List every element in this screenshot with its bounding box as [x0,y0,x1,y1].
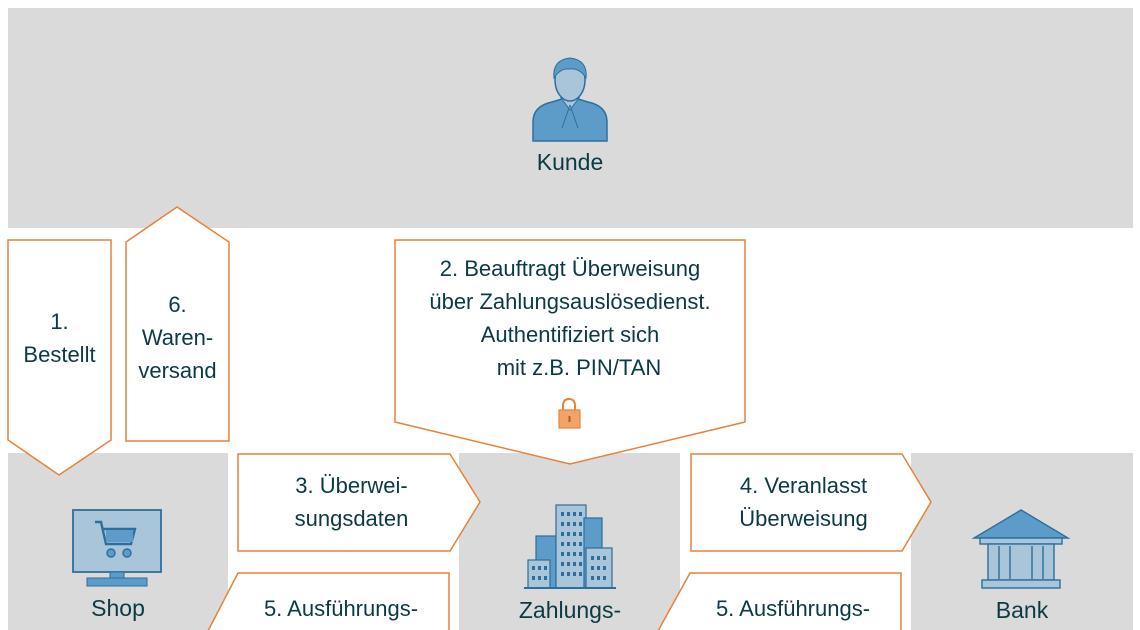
zahlungs-label: Zahlungs- [518,597,622,623]
kunde-label: Kunde [536,149,604,175]
step3-line-2: sungsdaten [294,506,409,531]
step5b-arrow [657,572,902,630]
step3-arrow [237,453,481,552]
step4-text: 4. Veranlasst Überweisung [691,469,916,535]
step5b-text: 5. Ausführungs- [682,592,904,625]
bank-label: Bank [995,597,1049,623]
step4-line-1: 4. Veranlasst [739,473,868,498]
lock-icon [558,397,581,429]
person-icon [532,57,608,142]
step2-line-1: 2. Beauftragt Überweisung [439,256,701,281]
step3-line-1: 3. Überwei- [295,473,408,498]
step5a-text: 5. Ausführungs- [230,592,452,625]
step1-line-1: 1. [50,309,69,334]
step4-line-2: Überweisung [739,506,868,531]
step2-line-3: Authentifiziert sich [480,322,660,347]
step5b-line-1: 5. Ausführungs- [715,596,871,621]
step4-arrow [690,453,932,552]
step1-line-2: Bestellt [23,342,96,367]
step2-text: 2. Beauftragt Überweisung über Zahlungsa… [395,252,745,384]
bank-icon [971,509,1071,589]
computer-cart-icon [72,509,162,587]
step1-arrow [7,239,112,476]
step6-line-1: 6. [168,292,187,317]
step5a-arrow [207,572,450,630]
step2-arrow [394,239,746,465]
step6-arrow [125,206,230,442]
step6-text: 6. Waren- versand [126,288,229,387]
step6-line-2: Waren- [141,325,214,350]
step1-text: 1. Bestellt [8,305,111,371]
shop-label: Shop [91,595,145,621]
step2-line-2: über Zahlungsauslösedienst. [429,289,711,314]
step5a-line-1: 5. Ausführungs- [263,596,419,621]
step2-line-4: mit z.B. PIN/TAN [496,355,662,380]
step3-text: 3. Überwei- sungsdaten [238,469,465,535]
step6-line-3: versand [138,358,217,383]
buildings-icon [524,504,616,589]
